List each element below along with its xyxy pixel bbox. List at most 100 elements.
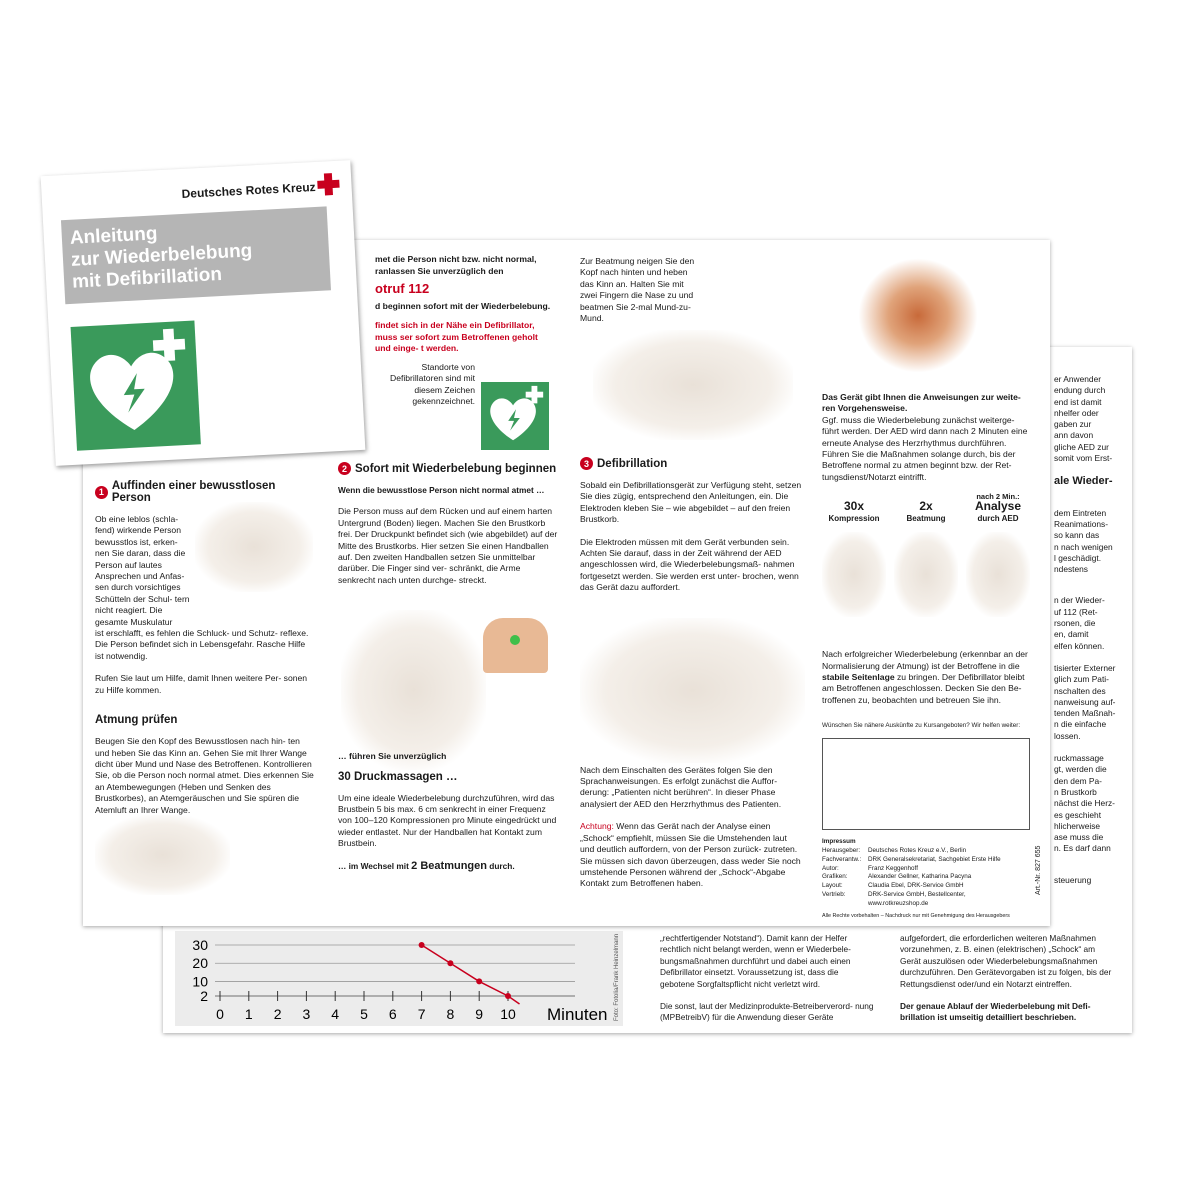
step-label: durch AED	[977, 513, 1019, 523]
warning-label: Achtung:	[580, 821, 614, 832]
illustration-cpr	[341, 610, 486, 770]
impressum-value: DRK Generalsekretariat, Sachgebiet Erste…	[868, 855, 1001, 863]
aed-sign-icon	[481, 382, 549, 450]
back-text-line: en, damit	[1054, 629, 1089, 640]
x-tick-label: 9	[475, 1006, 483, 1022]
aed-device-illustration	[858, 258, 978, 373]
step-illustration	[894, 532, 958, 618]
breathing-text: Zur Beatmung neigen Sie den Kopf nach hi…	[580, 256, 695, 324]
back-text-line: glich zum Pati-	[1054, 674, 1109, 685]
paragraph: Beugen Sie den Kopf des Bewusstlosen nac…	[95, 736, 314, 815]
text: … im Wechsel mit	[338, 860, 412, 871]
back-text-line: n nach wenigen	[1054, 541, 1113, 552]
data-point	[418, 942, 425, 948]
text: stabile Seitenlage	[822, 672, 895, 683]
compressions-heading: 30 Druckmassagen …	[338, 770, 458, 783]
y-tick-label: 30	[192, 937, 208, 953]
photo-credit: Foto: Fotolia/Frank Heinzelmann	[614, 934, 620, 1021]
step-number-badge: 2	[338, 462, 351, 475]
step-number-badge: 1	[95, 485, 108, 499]
warning-text: findet sich in der Nähe ein Defibrillato…	[375, 320, 538, 353]
text: 2 Beatmungen	[411, 859, 487, 872]
lead-text: Das Gerät gibt Ihnen die Anweisungen zur…	[822, 392, 1021, 414]
course-info-text: Wünschen Sie nähere Auskünfte zu Kursang…	[822, 722, 1021, 730]
rights-text: Alle Rechte vorbehalten – Nachdruck nur …	[822, 912, 1010, 919]
impressum-label: Autor:	[822, 864, 839, 872]
back-text-line: gaben zur	[1054, 419, 1092, 430]
data-point	[505, 993, 511, 999]
step-label: Beatmung	[906, 513, 946, 523]
impressum-label	[822, 900, 868, 909]
back-text-line: l geschädigt.	[1054, 552, 1102, 563]
step-count: 30x	[843, 499, 865, 514]
notruf-block: met die Person nicht bzw. nicht normal, …	[375, 254, 555, 408]
paragraph: Sobald ein Defibrillationsgerät zur Verf…	[580, 480, 802, 525]
back-text-line: ann davon	[1054, 430, 1094, 441]
brand-name: Deutsches Rotes Kreuz	[181, 179, 316, 201]
back-text-line: n der Wieder-	[1054, 595, 1105, 606]
aed-sign-icon	[70, 320, 201, 451]
impressum-value: Franz Keggenhoff	[868, 864, 918, 872]
impressum-heading: Impressum	[822, 837, 856, 845]
back-paragraph: „rechtfertigender Notstand“). Damit kann…	[660, 933, 851, 989]
cover-title: Anleitung zur Wiederbelebung mit Defibri…	[60, 206, 331, 305]
illustration-rescue-breathing	[593, 330, 793, 440]
data-point	[476, 978, 483, 985]
back-text-line: es geschieht	[1054, 809, 1102, 820]
back-text-line: end ist damit	[1054, 396, 1102, 407]
step-illustration	[966, 532, 1030, 618]
back-text-line: elfen können.	[1054, 640, 1105, 651]
section-4: Das Gerät gibt Ihnen die Anweisungen zur…	[822, 392, 1030, 922]
back-paragraph: Der genaue Ablauf der Wiederbelebung mit…	[900, 1001, 1091, 1023]
x-tick-label: 5	[360, 1006, 368, 1022]
back-text: steuerung	[1054, 874, 1092, 885]
x-tick-label: 7	[418, 1006, 426, 1022]
impressum-label: Vertrieb:	[822, 891, 846, 899]
y-tick-label: 2	[200, 988, 208, 1004]
x-tick-label: 0	[216, 1006, 224, 1022]
back-text-line: ruckmassage	[1054, 753, 1104, 764]
x-tick-label: 6	[389, 1006, 397, 1022]
back-text-line: ase muss die	[1054, 832, 1104, 843]
y-tick-label: 10	[192, 973, 208, 989]
x-tick-label: 2	[274, 1006, 282, 1022]
brochure-cover: Deutsches Rotes Kreuz Anleitung zur Wied…	[40, 160, 366, 466]
back-text-line: endung durch	[1054, 385, 1106, 396]
x-tick-label: 4	[331, 1006, 339, 1022]
section-subtitle: Atmung prüfen	[95, 714, 178, 727]
impressum-table: Herausgeber: Deutsches Rotes Kreuz e.V., …	[822, 847, 1030, 909]
back-text-line: gliche AED zur	[1054, 441, 1109, 452]
illustration-breathing-check	[95, 815, 230, 895]
back-text-line: lossen.	[1054, 730, 1081, 741]
step-count: Analyse	[974, 499, 1022, 514]
paragraph: Ggf. muss die Wiederbelebung zunächst we…	[822, 414, 1028, 482]
back-text-line: nhelfer oder	[1054, 407, 1099, 418]
back-text-line: n. Es darf dann	[1054, 843, 1111, 854]
back-paragraph: aufgefordert, die erforderlichen weitere…	[900, 933, 1112, 989]
back-col1: „rechtfertigender Notstand“). Damit kann…	[660, 933, 875, 1035]
impressum-label: Layout:	[822, 882, 843, 890]
illustration-defibrillation	[580, 618, 805, 763]
back-text-line: so kann das	[1054, 530, 1100, 541]
chart-background	[175, 931, 623, 1026]
back-paragraph: Die sonst, laut der Medizinprodukte-Betr…	[660, 1001, 874, 1023]
back-text-line: dem Eintreten	[1054, 507, 1107, 518]
back-text-line: rsonen, die	[1054, 618, 1096, 629]
paragraph: ist erschlafft, es fehlen die Schluck- u…	[95, 628, 309, 661]
title-text: Defibrillation	[597, 457, 668, 470]
text: Standorte von Defibrillatoren sind mit d…	[389, 361, 475, 407]
impressum-value: www.rotkreuzshop.de	[868, 899, 929, 907]
impressum-label: Grafiken:	[822, 873, 848, 881]
impressum-label: Herausgeber:	[822, 847, 861, 855]
impressum-value: Deutsches Rotes Kreuz e.V., Berlin	[868, 847, 967, 855]
back-text-line: Reanimations-	[1054, 518, 1108, 529]
paragraph: Nach dem Einschalten des Gerätes folgen …	[580, 764, 782, 809]
illustration-finding-person	[195, 502, 313, 592]
paragraph: Um eine ideale Wiederbelebung durchzufüh…	[338, 792, 557, 849]
